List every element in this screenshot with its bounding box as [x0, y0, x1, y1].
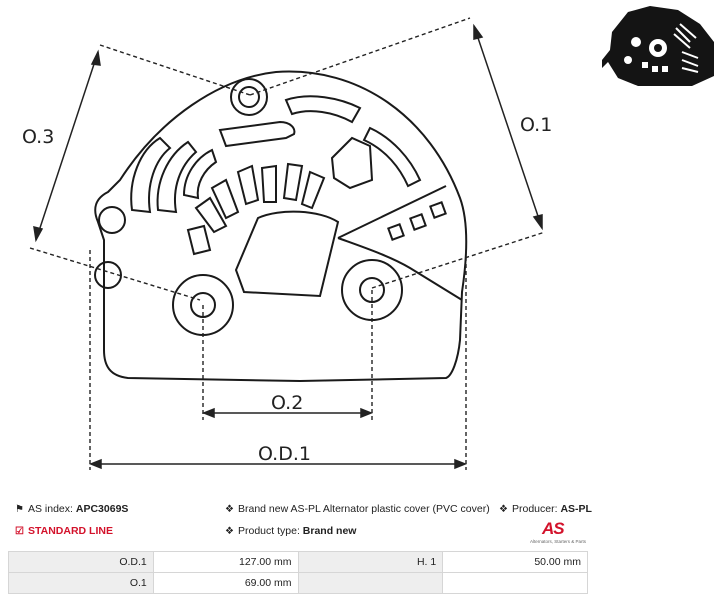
- spec-key: [297, 572, 444, 594]
- table-row: O.D.1 127.00 mm H. 1 50.00 mm: [8, 551, 588, 573]
- spec-key: H. 1: [297, 551, 444, 573]
- info-icon: ❖: [225, 526, 234, 537]
- producer-label: Producer:: [512, 503, 558, 515]
- spec-value: [442, 572, 588, 594]
- as-index-label: AS index:: [28, 503, 73, 515]
- tag-icon: ⚑: [15, 504, 24, 515]
- table-row: O.1 69.00 mm: [8, 572, 588, 594]
- spec-value: 69.00 mm: [152, 572, 299, 594]
- hole-left-upper: [98, 206, 126, 234]
- checkbox-icon: ☑: [15, 526, 24, 537]
- standard-line: ☑ STANDARD LINE: [14, 524, 113, 539]
- standard-line-label: STANDARD LINE: [28, 525, 113, 537]
- spec-key: O.D.1: [8, 551, 154, 573]
- as-index-value: APC3069S: [75, 503, 129, 515]
- product-description: ❖ Brand new AS-PL Alternator plastic cove…: [224, 502, 490, 517]
- label-od1: O.D.1: [258, 443, 311, 465]
- logo-tagline: Alternators, Starters & Parts: [530, 539, 587, 544]
- product-type-label: Product type:: [238, 525, 300, 537]
- product-type: ❖ Product type: Brand new: [224, 524, 356, 539]
- info-icon: ❖: [499, 504, 508, 515]
- logo-mark: AS: [542, 519, 565, 538]
- technical-drawing: O.3 O.1 O.2 O.D.1: [22, 17, 552, 470]
- producer: ❖ Producer: AS-PL: [498, 502, 592, 517]
- as-index: ⚑ AS index: APC3069S: [14, 502, 128, 517]
- boss-top: [230, 78, 268, 116]
- central-hub: [234, 210, 340, 298]
- spec-value: 127.00 mm: [152, 551, 299, 573]
- label-o1: O.1: [520, 114, 552, 136]
- hole-left-lower: [94, 261, 122, 289]
- cover-outline: [94, 70, 468, 383]
- producer-value: AS-PL: [560, 503, 592, 515]
- as-pl-logo: AS Alternators, Starters & Parts: [530, 519, 590, 547]
- spec-table: O.D.1 127.00 mm H. 1 50.00 mm O.1 69.00 …: [8, 551, 588, 594]
- product-photo: [602, 6, 714, 86]
- product-type-value: Brand new: [302, 525, 357, 537]
- description-text: Brand new AS-PL Alternator plastic cover…: [238, 503, 490, 515]
- spec-value: 50.00 mm: [442, 551, 588, 573]
- spec-key: O.1: [8, 572, 154, 594]
- label-o3: O.3: [22, 126, 54, 148]
- label-o2: O.2: [271, 392, 303, 414]
- info-icon: ❖: [225, 504, 234, 515]
